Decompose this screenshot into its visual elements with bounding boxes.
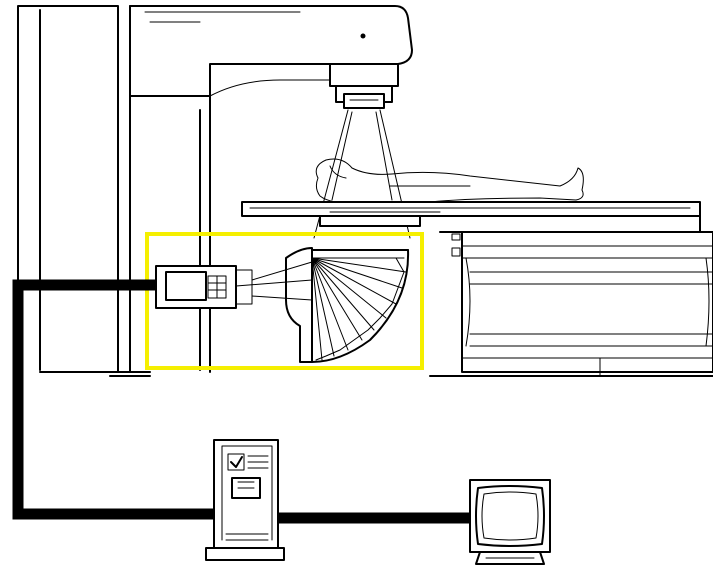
data-cable: [12, 279, 470, 524]
computer-tower: [205, 439, 285, 561]
gantry: [17, 5, 413, 377]
display-monitor: [469, 479, 551, 565]
highlight-box: [145, 232, 424, 370]
x-ray-tube: [329, 63, 399, 109]
patient-outline: [315, 158, 584, 205]
detector-array-fan: [311, 249, 410, 363]
detector-control-box: [155, 265, 253, 309]
knob-icon: [360, 33, 366, 39]
patient-table: [241, 201, 713, 377]
c-arm-detector-housing: [235, 247, 313, 363]
